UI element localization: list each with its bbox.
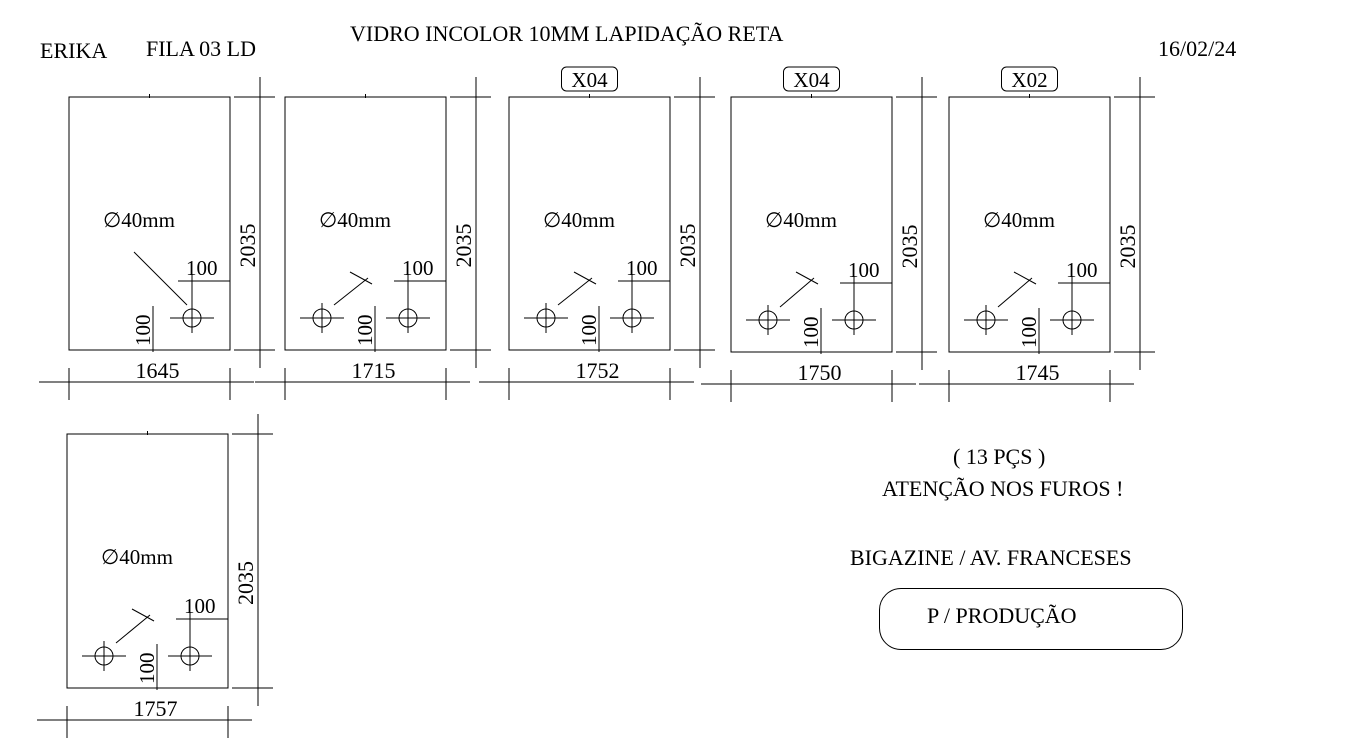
holes-warning: ATENÇÃO NOS FUROS ! <box>882 476 1124 501</box>
customer-address: BIGAZINE / AV. FRANCESES <box>850 545 1132 570</box>
piece-3-hole-diameter: ∅40mm <box>543 208 615 232</box>
piece-4-offset-bottom-label: 100 <box>799 317 823 349</box>
piece-3-leader <box>557 277 593 306</box>
piece-1-hole-diameter: ∅40mm <box>103 208 175 232</box>
piece-5-quantity-tag <box>1001 66 1058 92</box>
piece-3-quantity-label: X04 <box>571 68 608 92</box>
piece-3-offset-bottom-label: 100 <box>577 315 601 347</box>
piece-5-hole-diameter: ∅40mm <box>983 208 1055 232</box>
piece-2-width-label: 1715 <box>352 358 396 383</box>
production-stamp-label: P / PRODUÇÃO <box>927 603 1077 628</box>
piece-2-leader <box>333 277 369 306</box>
row-label: FILA 03 LD <box>146 36 256 61</box>
piece-6-width-label: 1757 <box>134 696 178 721</box>
piece-4-hole-diameter: ∅40mm <box>765 208 837 232</box>
piece-6-height-label: 2035 <box>233 561 258 605</box>
piece-4-leader <box>779 277 815 308</box>
production-stamp: P / PRODUÇÃO <box>879 588 1183 650</box>
piece-3-leader-tick <box>573 271 597 285</box>
piece-3-quantity-tag <box>561 66 618 92</box>
piece-5-quantity-label: X02 <box>1011 68 1047 92</box>
piece-2-leader-tick <box>349 271 373 285</box>
piece-1-width-label: 1645 <box>136 358 180 383</box>
piece-4-offset-side-label: 100 <box>848 258 880 282</box>
drawing-date: 16/02/24 <box>1158 36 1237 61</box>
piece-4-width-label: 1750 <box>798 360 842 385</box>
piece-6-offset-side-label: 100 <box>184 594 216 618</box>
piece-6-offset-bottom-label: 100 <box>135 653 159 685</box>
piece-1-offset-side-label: 100 <box>186 256 218 280</box>
piece-4-leader-tick <box>795 271 819 285</box>
piece-3-height-label: 2035 <box>675 224 700 268</box>
piece-5-height-label: 2035 <box>1115 225 1140 269</box>
piece-4-quantity-tag <box>783 66 840 92</box>
piece-2-hole-diameter: ∅40mm <box>319 208 391 232</box>
piece-2-offset-side-label: 100 <box>402 256 434 280</box>
piece-1-offset-bottom-label: 100 <box>131 315 155 347</box>
piece-5-width-label: 1745 <box>1016 360 1060 385</box>
piece-6-hole-diameter: ∅40mm <box>101 545 173 569</box>
piece-4-quantity-label: X04 <box>793 68 830 92</box>
piece-2-height-label: 2035 <box>451 224 476 268</box>
piece-5-leader-tick <box>1013 271 1037 285</box>
client-name: ERIKA <box>40 38 108 63</box>
piece-3-offset-side-label: 100 <box>626 256 658 280</box>
piece-2-offset-bottom-label: 100 <box>353 315 377 347</box>
piece-count: ( 13 PÇS ) <box>953 444 1046 469</box>
piece-6-leader-tick <box>131 608 155 622</box>
piece-1-leader <box>133 251 188 306</box>
piece-1-height-label: 2035 <box>235 224 260 268</box>
piece-5-leader <box>997 277 1033 308</box>
piece-5-offset-bottom-label: 100 <box>1017 317 1041 349</box>
piece-3-width-label: 1752 <box>576 358 620 383</box>
piece-5-offset-side-label: 100 <box>1066 258 1098 282</box>
piece-4-height-label: 2035 <box>897 225 922 269</box>
drawing-title: VIDRO INCOLOR 10MM LAPIDAÇÃO RETA <box>350 21 784 46</box>
piece-6-leader <box>115 614 151 644</box>
